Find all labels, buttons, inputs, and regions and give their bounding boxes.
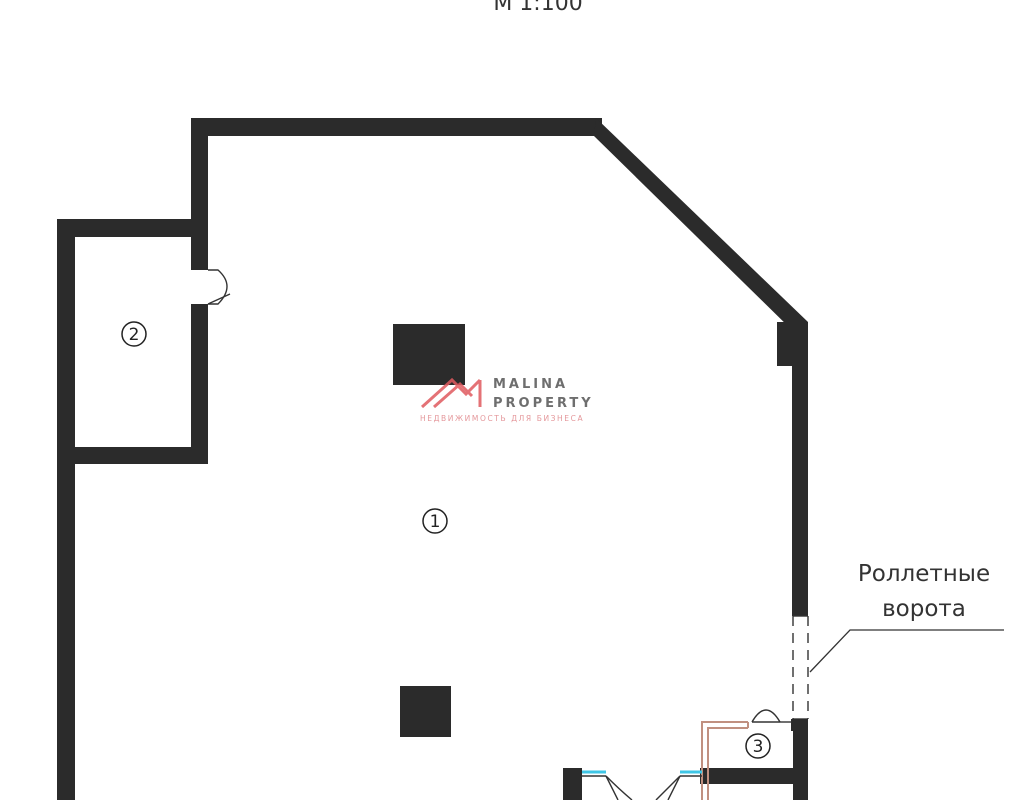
column-upper (393, 324, 465, 385)
logo-tagline: НЕДВИЖИМОСТЬ ДЛЯ БИЗНЕСА (420, 414, 584, 423)
wall-inner-upper (191, 118, 208, 270)
door-room-2 (207, 269, 231, 305)
watermark-logo: MALINA PROPERTY НЕДВИЖИМОСТЬ ДЛЯ БИЗНЕСА (420, 377, 594, 423)
wall-right-lower (793, 719, 808, 800)
logo-brand-line1: MALINA (493, 377, 568, 392)
logo-brand-line2: PROPERTY (493, 396, 594, 411)
wall-entrance-pier (563, 768, 582, 800)
wall-right-pier (777, 322, 799, 366)
wall-right-upper (792, 322, 808, 616)
room-label-2: 2 (121, 321, 147, 347)
logo-mark-icon (420, 377, 482, 409)
wall-storage-bottom (57, 447, 208, 464)
entrance-double-door (582, 775, 702, 800)
column-lower (400, 686, 451, 737)
wall-inner-lower (191, 304, 208, 464)
wall-diagonal (594, 118, 808, 334)
svg-text:1: 1 (430, 512, 441, 532)
wall-top (191, 118, 602, 136)
door-room-3 (751, 709, 792, 723)
walls (57, 118, 808, 800)
room-label-3: 3 (745, 733, 771, 759)
rolling-gate (792, 615, 809, 720)
gate-annotation-line2: ворота (882, 596, 966, 622)
room-3-wall (791, 719, 808, 731)
wall-step (700, 768, 808, 784)
wall-storage-top (57, 219, 208, 237)
wall-left (57, 219, 75, 800)
svg-text:2: 2 (129, 325, 140, 345)
gate-leader-line (809, 629, 1004, 673)
scale-label: М 1:100 (493, 0, 582, 16)
gate-annotation-line1: Роллетные (858, 561, 990, 587)
partition-room-3 (701, 721, 749, 800)
room-label-1: 1 (422, 508, 448, 534)
svg-text:3: 3 (753, 737, 764, 757)
